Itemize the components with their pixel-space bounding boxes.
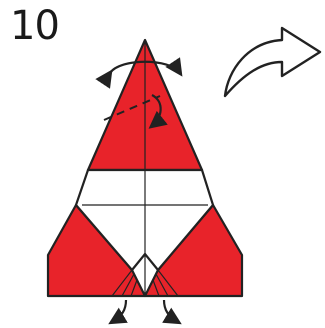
fold-arrow-icon-bottom-right <box>164 300 178 322</box>
curved-arrow-icon <box>225 28 320 96</box>
fold-arrow-icon-bottom-left <box>112 300 126 322</box>
